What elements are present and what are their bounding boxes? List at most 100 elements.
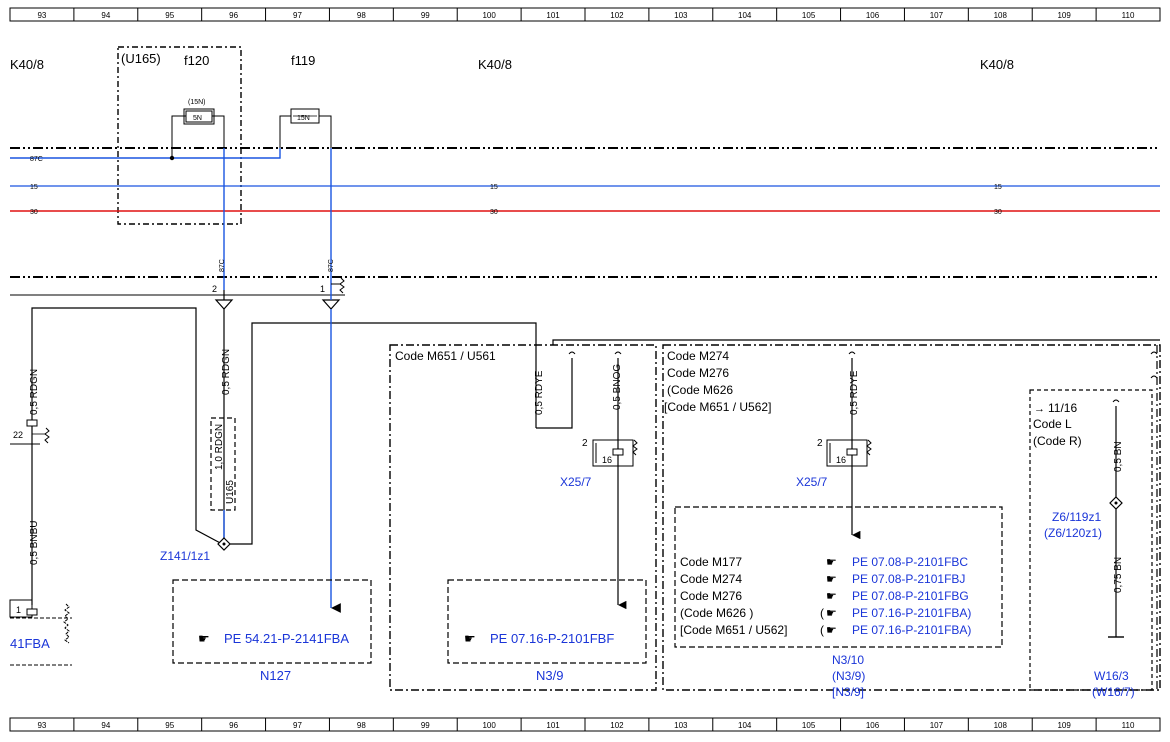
n127-reference[interactable]: ☛ PE 54.21-P-2141FBA bbox=[198, 631, 349, 646]
code-m651-u561-box bbox=[389, 344, 657, 691]
top-ruler-column-label: 103 bbox=[674, 11, 688, 20]
n310-ref-prefix: ( bbox=[820, 606, 824, 620]
bottom-ruler-column-label: 93 bbox=[37, 721, 46, 730]
pin-22: 22 bbox=[13, 430, 23, 440]
u165-variant-box bbox=[117, 46, 242, 225]
bus-label-15-c: 15 bbox=[994, 184, 1002, 191]
n310-ref-prefix: ( bbox=[820, 623, 824, 637]
n127-box bbox=[172, 579, 372, 664]
x25-connector-a bbox=[592, 439, 634, 467]
bus-line-87c bbox=[10, 148, 281, 159]
bottom-ruler-column-label: 98 bbox=[357, 721, 366, 730]
conn-label-87c-a: 87C bbox=[219, 259, 226, 272]
top-ruler-column-label: 93 bbox=[37, 11, 46, 20]
fuse-f119: 15N bbox=[279, 108, 332, 148]
f119-label: f119 bbox=[291, 53, 315, 68]
n310-code-label: Code M274 bbox=[680, 572, 742, 586]
code-r-label: (Code R) bbox=[1033, 434, 1082, 448]
conn-label-87c-b: 87C bbox=[328, 259, 335, 272]
n127-label: N127 bbox=[260, 668, 291, 683]
wire-bn-b-label: 0,75 BN bbox=[1113, 557, 1124, 593]
n310-ref-link[interactable]: PE 07.08-P-2101FBJ bbox=[852, 572, 965, 586]
n310-code-label: Code M276 bbox=[680, 589, 742, 603]
x25-pin-2-a: 2 bbox=[582, 438, 588, 449]
n310-label-alt-1: (N3/9) bbox=[832, 669, 865, 683]
top-ruler-column-label: 107 bbox=[930, 11, 944, 20]
bus-label-30-a: 30 bbox=[30, 209, 38, 216]
n39-ref-link[interactable]: PE 07.16-P-2101FBF bbox=[490, 631, 614, 646]
z6-alt-label: (Z6/120z1) bbox=[1044, 526, 1102, 540]
bottom-ruler-column-label: 101 bbox=[546, 721, 560, 730]
u165-wire-box bbox=[210, 417, 236, 511]
bottom-ruler-column-label: 97 bbox=[293, 721, 302, 730]
hand-pointer-icon: ☛ bbox=[464, 631, 476, 646]
bottom-ruler-column-label: 100 bbox=[482, 721, 496, 730]
bus-label-87c: 87C bbox=[30, 156, 43, 163]
top-ruler-column-label: 100 bbox=[482, 11, 496, 20]
bottom-ruler-column-label: 95 bbox=[165, 721, 174, 730]
code-l-box bbox=[1029, 389, 1153, 691]
n310-ref-link[interactable]: PE 07.08-P-2101FBC bbox=[852, 555, 968, 569]
k40-label-mid: K40/8 bbox=[478, 57, 512, 72]
hand-pointer-icon: ☛ bbox=[826, 623, 837, 637]
n39-label: N3/9 bbox=[536, 668, 563, 683]
w16-label: W16/3 bbox=[1094, 669, 1129, 683]
ref-11-16[interactable]: 11/16 bbox=[1048, 401, 1077, 415]
n310-box bbox=[674, 506, 1003, 648]
bus-label-30-b: 30 bbox=[490, 209, 498, 216]
bottom-ruler-column-label: 107 bbox=[930, 721, 944, 730]
fuse-f119-value: 15N bbox=[297, 115, 310, 122]
x25-connector-b bbox=[826, 439, 868, 467]
n310-ref-link[interactable]: PE 07.08-P-2101FBG bbox=[852, 589, 969, 603]
x25-pin-2-b: 2 bbox=[817, 438, 823, 449]
pin-2: 2 bbox=[212, 284, 217, 294]
bus-label-30-c: 30 bbox=[994, 209, 1002, 216]
hand-pointer-icon: ☛ bbox=[826, 572, 837, 586]
w16-alt-label: (W16/7) bbox=[1092, 685, 1135, 699]
n127-ref-link[interactable]: PE 54.21-P-2141FBA bbox=[224, 631, 349, 646]
u165-wire-tag: U165 bbox=[225, 480, 236, 504]
bottom-ruler-column-label: 103 bbox=[674, 721, 688, 730]
bottom-ruler-column-label: 109 bbox=[1057, 721, 1071, 730]
fuse-f120-value: 5N bbox=[193, 115, 202, 122]
bottom-ruler-column-label: 99 bbox=[421, 721, 430, 730]
u165-label: (U165) bbox=[121, 51, 161, 66]
bottom-ruler-column-label: 106 bbox=[866, 721, 880, 730]
code-m651-u562-label: [Code M651 / U562] bbox=[664, 400, 771, 414]
k40-label-left: K40/8 bbox=[10, 57, 44, 72]
top-ruler-column-label: 95 bbox=[165, 11, 174, 20]
code-m651-u561-label: Code M651 / U561 bbox=[395, 349, 496, 363]
bottom-ruler-column-label: 94 bbox=[101, 721, 110, 730]
wire-rdgn-left-path bbox=[31, 307, 225, 546]
top-ruler-column-label: 96 bbox=[229, 11, 238, 20]
top-ruler-column-label: 101 bbox=[546, 11, 560, 20]
n310-label-alt-2: [N3/9] bbox=[832, 685, 864, 699]
n310-code-label: [Code M651 / U562] bbox=[680, 623, 787, 637]
top-ruler-column-label: 98 bbox=[357, 11, 366, 20]
top-ruler-column-label: 94 bbox=[101, 11, 110, 20]
top-ruler-column-label: 97 bbox=[293, 11, 302, 20]
x25-label-b: X25/7 bbox=[796, 475, 828, 489]
wire-rdgn-mid-label: 0,5 RDGN bbox=[221, 349, 232, 395]
n310-label: N3/10 bbox=[832, 653, 864, 667]
bottom-ruler-column-label: 110 bbox=[1122, 721, 1135, 730]
wire-rdgn-u165-label: 1,0 RDGN bbox=[214, 424, 225, 470]
ref-41fba[interactable]: 41FBA bbox=[10, 636, 50, 651]
x25-label-a: X25/7 bbox=[560, 475, 592, 489]
wire-rdgn-left-label: 0,5 RDGN bbox=[29, 369, 40, 415]
x25-pin-16-b: 16 bbox=[836, 455, 846, 465]
n310-ref-link[interactable]: PE 07.16-P-2101FBA) bbox=[852, 606, 971, 620]
top-ruler-column-label: 99 bbox=[421, 11, 430, 20]
f120-label: f120 bbox=[184, 53, 209, 68]
code-m274-label: Code M274 bbox=[667, 349, 729, 363]
n310-ref-link[interactable]: PE 07.16-P-2101FBA) bbox=[852, 623, 971, 637]
z141-label: Z141/1z1 bbox=[160, 549, 210, 563]
top-ruler-column-label: 110 bbox=[1122, 11, 1135, 20]
wire-bn-a-label: 0,5 BN bbox=[1113, 441, 1124, 472]
n39-reference[interactable]: ☛ PE 07.16-P-2101FBF bbox=[464, 631, 614, 646]
bus-label-15-a: 15 bbox=[30, 184, 38, 191]
wire-rdye-a-label: 0,5 RDYE bbox=[534, 370, 545, 415]
k40-label-right: K40/8 bbox=[980, 57, 1014, 72]
fuse-f120-rating-label: (15N) bbox=[188, 99, 206, 106]
